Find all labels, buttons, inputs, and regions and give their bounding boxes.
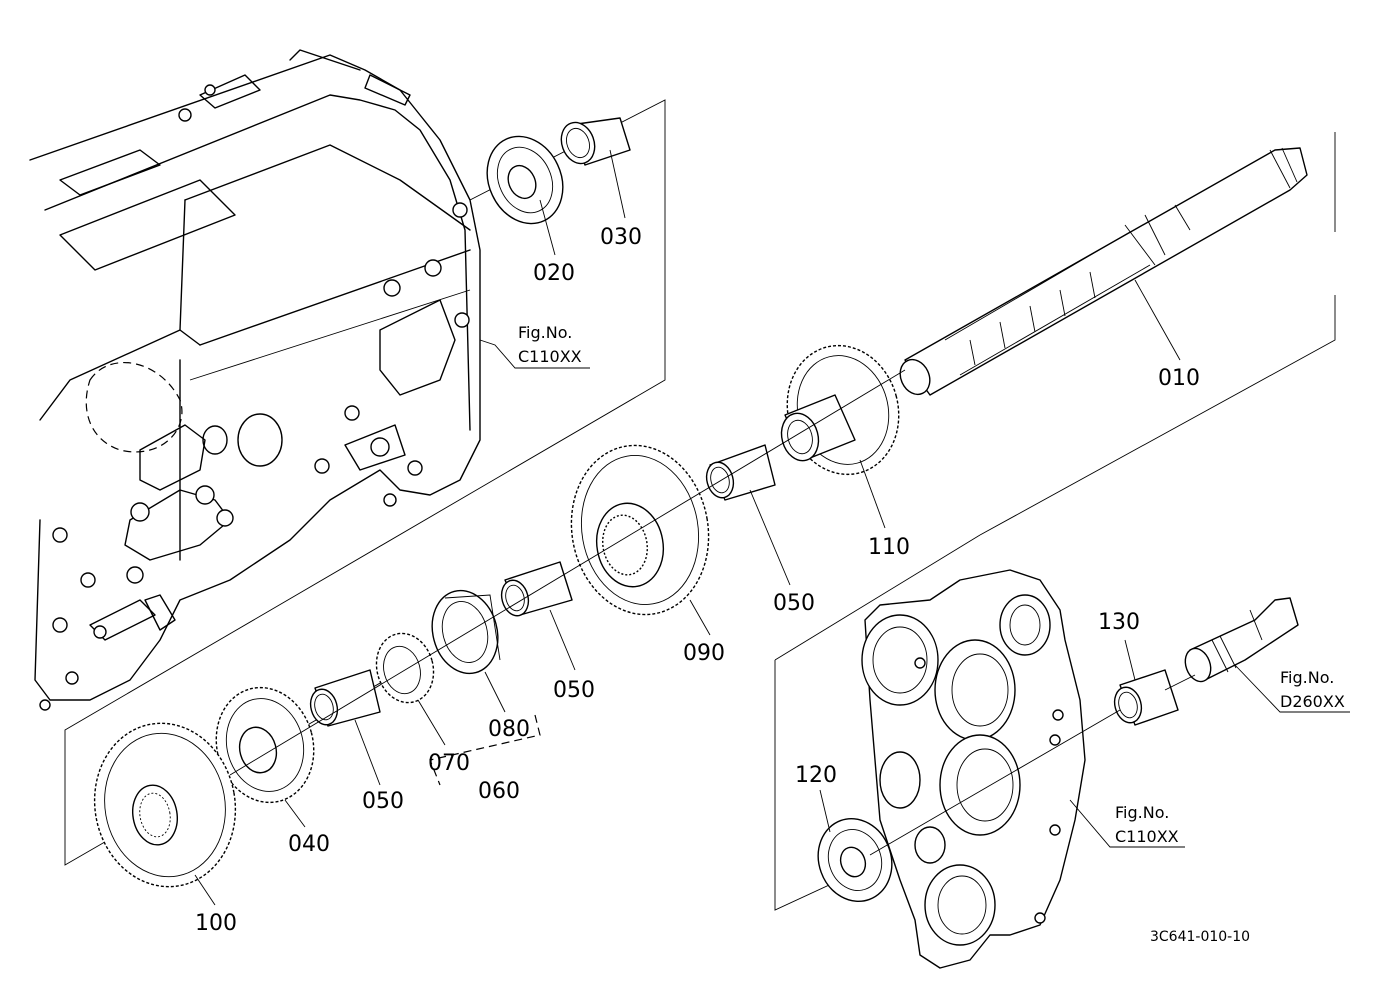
part-label-090: 090 (683, 641, 725, 666)
part-label-010: 010 (1158, 366, 1200, 391)
leader-lines (194, 149, 1350, 906)
gear-040 (215, 686, 315, 804)
fig-ref-2-title[interactable]: Fig.No. (1280, 668, 1334, 687)
housing-cover (861, 569, 1086, 969)
synchro-ring-080 (431, 589, 501, 675)
fig-ref-2-code[interactable]: D260XX (1280, 692, 1345, 711)
gear-090 (570, 444, 710, 616)
needle-bearing-130 (1113, 669, 1179, 726)
needle-bearing-050-lower (309, 669, 381, 727)
part-labels: 010 020 030 040 050 050 050 060 070 080 … (195, 225, 1200, 936)
part-label-130: 130 (1098, 610, 1140, 635)
fig-ref-3-code[interactable]: C110XX (1115, 827, 1179, 846)
collar-030 (560, 117, 631, 166)
bearing-120 (817, 817, 893, 903)
needle-bearing-050-upper (705, 444, 776, 501)
part-label-040: 040 (288, 832, 330, 857)
axis-line-right (869, 674, 1196, 856)
hub-070 (375, 632, 435, 704)
fig-ref-1-code[interactable]: C110XX (518, 347, 582, 366)
part-label-080: 080 (488, 717, 530, 742)
needle-bearing-050-middle (500, 561, 573, 617)
fig-ref-3-title[interactable]: Fig.No. (1115, 803, 1169, 822)
part-label-100: 100 (195, 911, 237, 936)
part-label-020: 020 (533, 261, 575, 286)
coupling-shaft (1184, 597, 1299, 683)
drawing-number: 3C641-010-10 (1150, 929, 1250, 945)
gear-110 (780, 344, 900, 476)
fig-ref-1-title[interactable]: Fig.No. (518, 323, 572, 342)
part-label-050-middle: 050 (553, 678, 595, 703)
gear-100 (93, 722, 237, 888)
part-label-050-upper: 050 (773, 591, 815, 616)
part-label-060: 060 (478, 779, 520, 804)
part-label-030: 030 (600, 225, 642, 250)
bearing-020 (486, 135, 564, 225)
part-label-070: 070 (428, 751, 470, 776)
part-label-050-lower: 050 (362, 789, 404, 814)
figure-references: Fig.No. C110XX Fig.No. D260XX Fig.No. C1… (518, 323, 1345, 846)
axis-line-left (229, 369, 906, 776)
part-label-120: 120 (795, 763, 837, 788)
transmission-case (29, 49, 481, 711)
main-shaft-010 (899, 147, 1308, 396)
part-label-110: 110 (868, 535, 910, 560)
